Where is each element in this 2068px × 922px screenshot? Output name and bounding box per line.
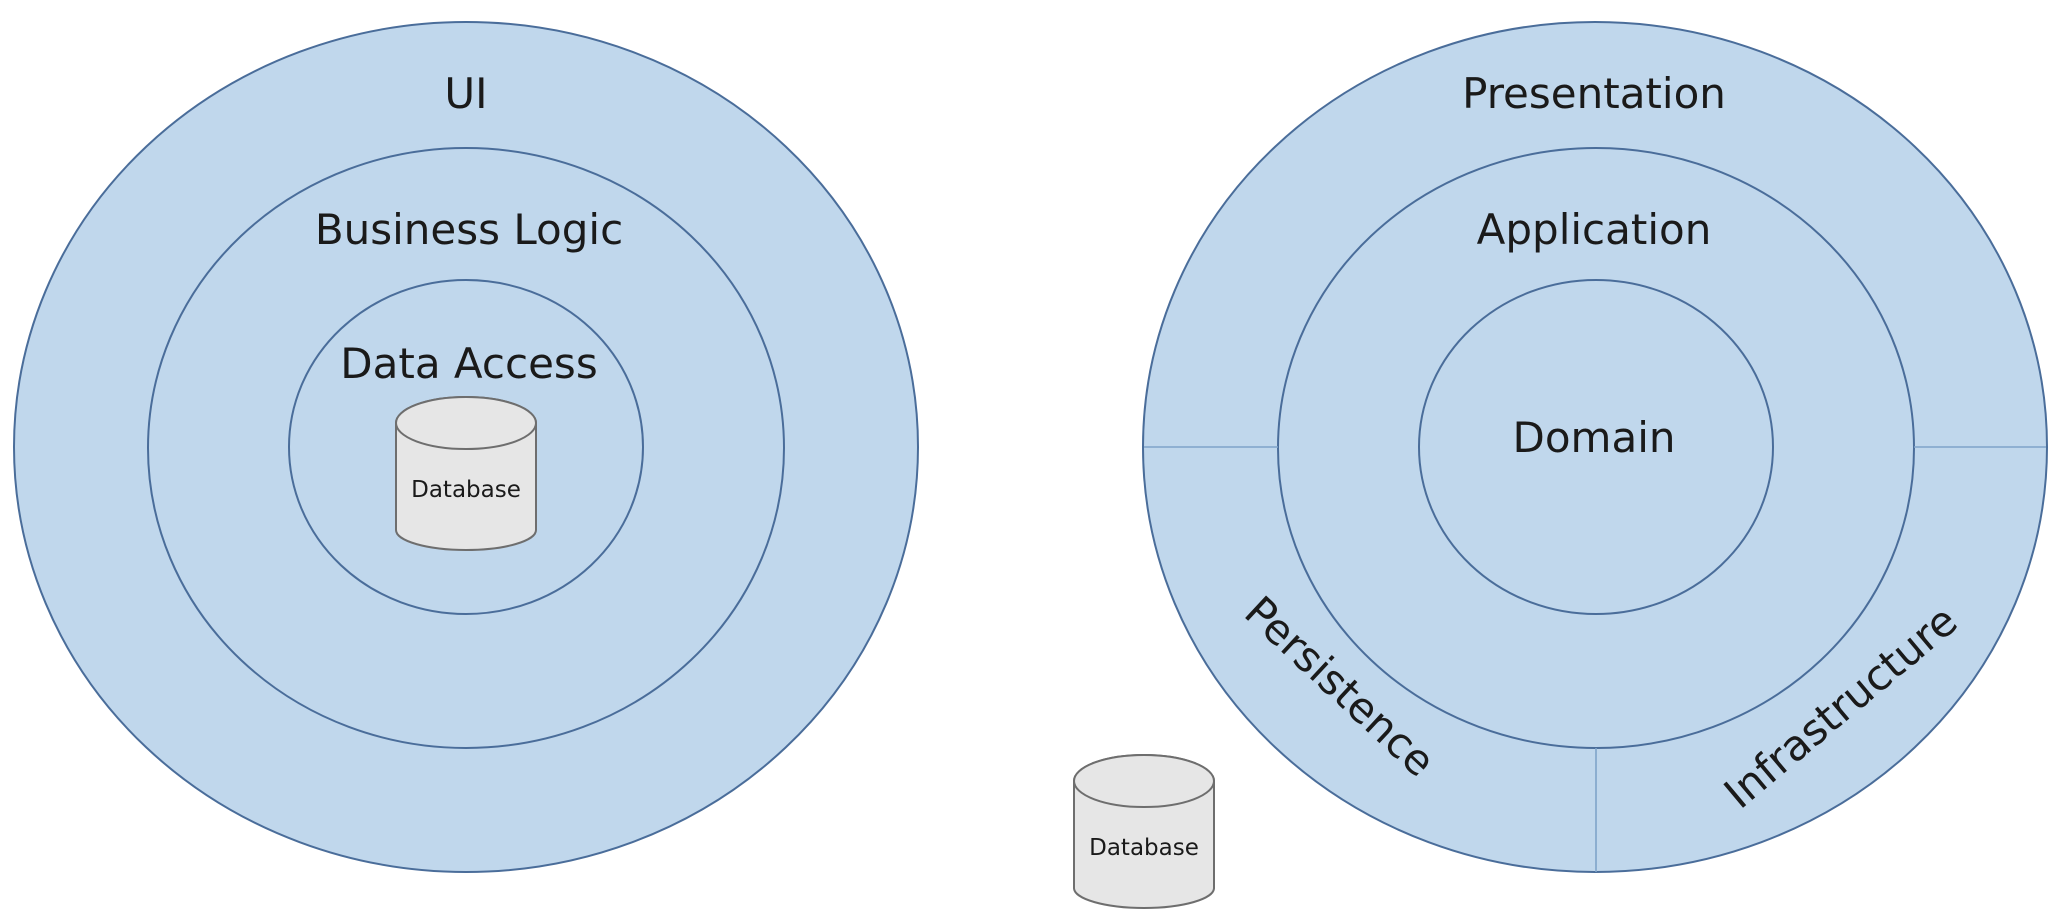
presentation-layer-label: Presentation bbox=[1462, 69, 1726, 118]
data-access-layer-label: Data Access bbox=[340, 339, 597, 388]
layered-architecture: UI Business Logic Data Access Database bbox=[13, 21, 919, 873]
clean-architecture: Presentation Application Domain Persiste… bbox=[1142, 21, 2048, 873]
business-logic-layer-label: Business Logic bbox=[315, 205, 623, 254]
domain-layer-ring bbox=[1418, 279, 1774, 615]
domain-layer-label: Domain bbox=[1513, 413, 1676, 462]
application-layer-label: Application bbox=[1477, 205, 1712, 254]
database-label: Database bbox=[411, 477, 521, 503]
database-icon: Database bbox=[395, 396, 537, 551]
external-database-icon: Database bbox=[1073, 754, 1215, 909]
external-database-label: Database bbox=[1089, 835, 1199, 861]
ui-layer-label: UI bbox=[444, 69, 487, 118]
